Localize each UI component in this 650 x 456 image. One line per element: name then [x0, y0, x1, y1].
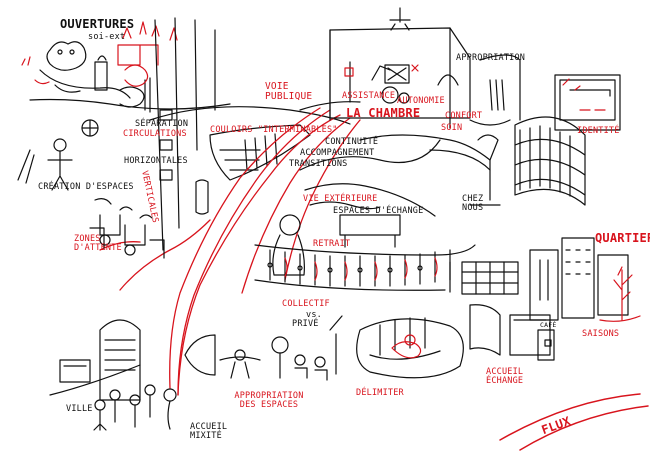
label-accueil-mixite: ACCUEIL MIXITÉ [190, 422, 228, 441]
label-ville: VILLE [66, 404, 93, 414]
label-zones-attente: ZONES D'ATTENTE [74, 234, 122, 253]
label-vie-exterieure: VIE EXTÉRIEURE [303, 194, 378, 204]
label-creation-espaces: CRÉATION D'ESPACES [38, 182, 134, 192]
cafe-booth [469, 304, 555, 361]
label-voie-publique: VOIE PUBLIQUE [265, 81, 313, 102]
label-appropriation-top: APPROPRIATION [456, 53, 526, 63]
red-flow-paths [99, 107, 361, 396]
label-delimiter: DÉLIMITER [356, 388, 404, 398]
bed-accent [562, 78, 606, 111]
label-circulations: CIRCULATIONS [123, 129, 187, 139]
label-couloirs: COULOIRS "INTERMINABLES" [210, 125, 338, 135]
label-la-chambre: LA CHAMBRE [346, 106, 421, 120]
shower [469, 54, 521, 126]
label-appropriation-espaces: APPROPRIATION DES ESPACES [234, 391, 304, 410]
label-horizontales: HORIZONTALES [124, 156, 188, 166]
label-identite: IDENTITÉ [577, 126, 620, 136]
people-crowd [93, 384, 177, 431]
railing [254, 244, 476, 291]
corridor [209, 124, 311, 181]
label-vs: vs. [306, 310, 322, 320]
playground-accent [21, 21, 178, 87]
garden-exterior [299, 134, 491, 248]
characters-left [17, 119, 165, 259]
city-buildings [529, 237, 629, 321]
label-prive: PRIVÉ [292, 319, 319, 329]
private-room-accent [391, 334, 422, 359]
label-espaces-echange: ESPACES D'ÉCHANGE [333, 206, 424, 216]
flux-lines [499, 393, 649, 451]
label-saisons: SAISONS [582, 329, 620, 339]
label-assistance: ASSISTANCE [342, 91, 396, 101]
bed-identity [554, 74, 621, 131]
label-separation: SÉPARATION [135, 119, 189, 129]
label-accompagnement: ACCOMPAGNEMENT [300, 148, 375, 158]
label-autonomie: AUTONOMIE [397, 96, 445, 106]
label-transitions: TRANSITIONS [289, 159, 348, 169]
drawers [449, 261, 519, 295]
label-accueil-echange: ACCUEIL ÉCHANGE [486, 367, 524, 386]
label-continuite: CONTINUITÉ [325, 137, 379, 147]
label-chez-nous: CHEZ NOUS [462, 194, 484, 213]
connectors [299, 101, 491, 171]
label-soin: SOIN [441, 123, 463, 133]
playground-sketch [29, 41, 231, 113]
label-retrait: RETRAIT [313, 239, 351, 249]
railing-accent [284, 257, 438, 281]
chamber-accents [344, 64, 419, 77]
label-ouvertures: OUVERTURES [60, 17, 135, 31]
appropriation-scene [184, 315, 343, 381]
tunnel-ville [49, 319, 141, 401]
tree-accent [599, 266, 641, 322]
private-room [356, 317, 464, 379]
label-cafe: CAFÉ [540, 321, 557, 329]
bookshelf [469, 116, 586, 206]
label-quartier: QUARTIER [595, 231, 650, 245]
label-soi-ext: soi-ext [88, 32, 126, 42]
label-collectif: COLLECTIF [282, 299, 330, 309]
label-confort: CONFORT [445, 111, 483, 121]
